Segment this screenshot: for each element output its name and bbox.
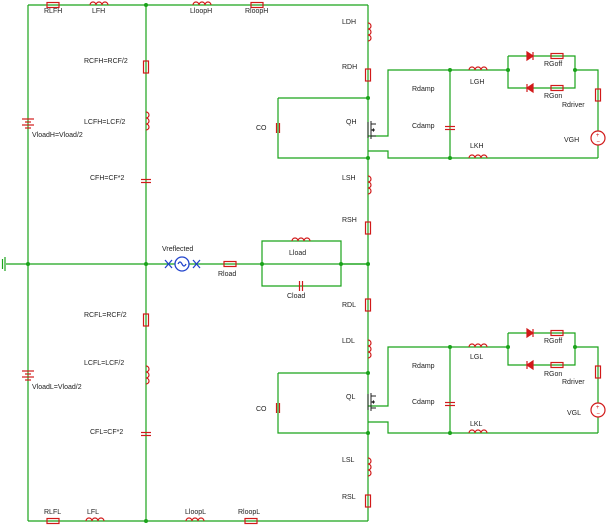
- label-vreflected: Vreflected: [162, 246, 193, 253]
- label-ldh: LDH: [342, 19, 356, 26]
- label-cfh: CFH=CF*2: [90, 175, 125, 182]
- label-qh: QH: [346, 119, 357, 126]
- label-rdriver-h: Rdriver: [562, 102, 585, 109]
- label-cfl: CFL=CF*2: [90, 429, 123, 436]
- wires: [6, 4, 599, 522]
- label-rsh: RSH: [342, 217, 357, 224]
- label-rgon-h: RGon: [544, 93, 562, 100]
- label-rdamp-l: Rdamp: [412, 363, 435, 370]
- diode-rgoff-h: [526, 51, 534, 61]
- label-rgoff-l: RGoff: [544, 338, 562, 345]
- label-lfh: LFH: [92, 8, 105, 15]
- label-vload-h: VloadH=Vload/2: [32, 132, 83, 139]
- diode-rgon-l: [526, 360, 534, 370]
- label-lsl: LSL: [342, 457, 355, 464]
- label-rsl: RSL: [342, 494, 356, 501]
- label-vgh: VGH: [564, 137, 579, 144]
- ground-icon: [1, 257, 6, 271]
- label-ql: QL: [346, 394, 355, 401]
- diode-rgoff-l: [526, 328, 534, 338]
- label-rgoff-h: RGoff: [544, 61, 562, 68]
- label-rdriver-l: Rdriver: [562, 379, 585, 386]
- vreflected-probe-icon: [164, 256, 201, 272]
- label-rcfh: RCFH=RCF/2: [84, 58, 128, 65]
- label-lgl: LGL: [470, 354, 483, 361]
- label-rloop-l: RloopL: [238, 509, 260, 516]
- label-co-h: CO: [256, 125, 267, 132]
- junction-dots: [26, 3, 577, 523]
- label-rlfh: RLFH: [44, 8, 62, 15]
- label-rdh: RDH: [342, 64, 357, 71]
- label-cdamp-l: Cdamp: [412, 399, 435, 406]
- label-lloop-l: LloopL: [185, 509, 206, 516]
- voltage-source-vgl: [590, 402, 606, 419]
- label-co-l: CO: [256, 406, 267, 413]
- label-rloop-h: RloopH: [245, 8, 268, 15]
- label-lcfh: LCFH=LCF/2: [84, 119, 126, 126]
- label-rlfl: RLFL: [44, 509, 61, 516]
- label-rcfl: RCFL=RCF/2: [84, 312, 127, 319]
- label-rload: Rload: [218, 271, 236, 278]
- label-vload-l: VloadL=Vload/2: [32, 384, 82, 391]
- label-cload: Cload: [287, 293, 305, 300]
- label-lkl: LKL: [470, 421, 483, 428]
- label-lcfl: LCFL=LCF/2: [84, 360, 124, 367]
- labels: RLFH LFH LloopH RloopH RCFH=RCF/2 LCFH=L…: [32, 8, 585, 516]
- label-vgl: VGL: [567, 410, 581, 417]
- label-lgh: LGH: [470, 79, 484, 86]
- label-lfl: LFL: [87, 509, 99, 516]
- label-rdamp-h: Rdamp: [412, 86, 435, 93]
- label-lsh: LSH: [342, 175, 356, 182]
- mosfet-ql: [367, 392, 377, 412]
- label-rdl: RDL: [342, 302, 356, 309]
- label-cdamp-h: Cdamp: [412, 123, 435, 130]
- label-ldl: LDL: [342, 338, 355, 345]
- label-lkh: LKH: [470, 143, 484, 150]
- voltage-source-vgh: [590, 130, 606, 147]
- label-lload: Lload: [289, 250, 306, 257]
- label-lloop-h: LloopH: [190, 8, 212, 15]
- label-rgon-l: RGon: [544, 371, 562, 378]
- diode-rgon-h: [526, 83, 534, 93]
